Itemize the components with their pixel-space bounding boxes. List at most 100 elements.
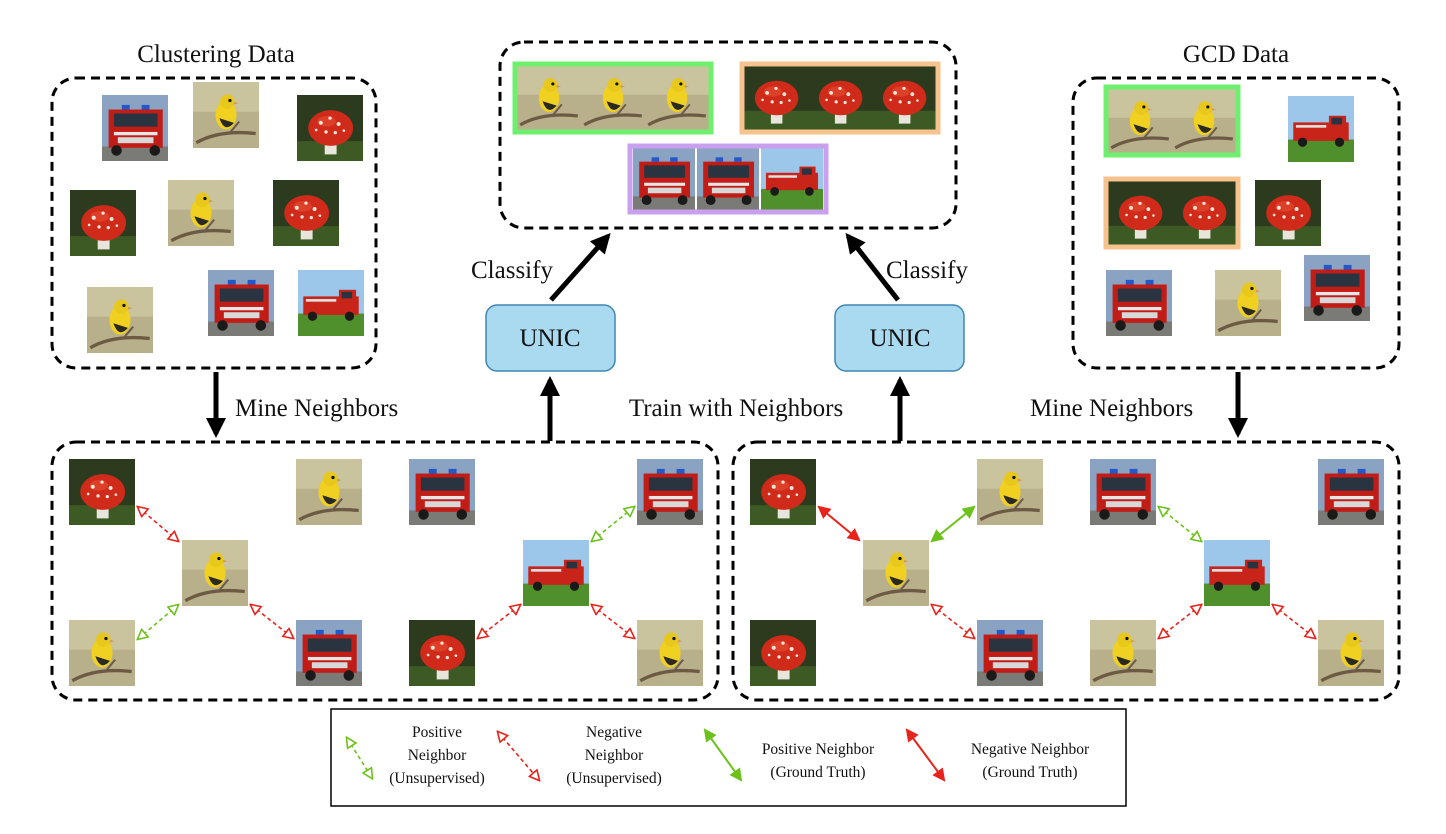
- positive-neighbor-unsup-link: [138, 605, 178, 639]
- legend-positive-unsup-line2: Neighbor: [408, 747, 467, 764]
- legend-positive-gt-line1: Positive Neighbor: [762, 741, 875, 758]
- mine-neighbors-label-right: Mine Neighbors: [1030, 395, 1193, 422]
- bird-image: [193, 82, 259, 148]
- fire-truck-image: [102, 95, 168, 161]
- legend-positive-unsup-symbol: [347, 738, 372, 778]
- negative-neighbor-unsup-link: [932, 605, 974, 638]
- negative-neighbor-unsup-link: [1159, 605, 1201, 638]
- anchor-fire-truck-image: [523, 540, 589, 606]
- legend-negative-gt-symbol: [905, 728, 946, 782]
- unic-model-right: [834, 304, 965, 372]
- unic-model-left: [485, 304, 616, 372]
- clustering-neighbors-box: [50, 440, 720, 702]
- mushroom-image: [1108, 181, 1172, 245]
- bird-image: [645, 66, 709, 130]
- unic-label-right: UNIC: [869, 325, 930, 352]
- classify-label-right: Classify: [886, 257, 968, 284]
- classify-label-left: Classify: [471, 257, 553, 284]
- negative-neighbor-unsup-link: [478, 605, 520, 638]
- bird-image: [1108, 89, 1172, 153]
- fire-truck-cluster-frame: [627, 143, 829, 215]
- bird-image: [1215, 270, 1281, 336]
- positive-neighbor-unsup-link: [592, 507, 634, 541]
- negative-neighbor-unsup-link: [251, 605, 293, 638]
- negative-neighbor-unsup-link: [592, 605, 634, 638]
- fire-truck-image: [1318, 459, 1384, 525]
- legend-negative-gt-line1: Negative Neighbor: [971, 741, 1090, 758]
- labeled-mushroom-frame: [1103, 176, 1241, 250]
- mushroom-cluster-frame: [739, 61, 941, 135]
- legend-negative-unsup-symbol: [498, 732, 539, 780]
- fire-truck-image: [409, 459, 475, 525]
- bird-image: [517, 66, 581, 130]
- fire-truck-image: [1090, 459, 1156, 525]
- mushroom-image: [69, 459, 135, 525]
- labeled-bird-frame: [1103, 84, 1241, 158]
- bird-image: [1172, 89, 1236, 153]
- bird-image: [1090, 620, 1156, 686]
- bird-image: [168, 180, 234, 246]
- classification-result-box: [498, 40, 958, 230]
- anchor-bird-image: [182, 540, 248, 606]
- mushroom-image: [872, 66, 936, 130]
- legend-negative-unsup-line2: Neighbor: [585, 747, 644, 764]
- mushroom-image: [744, 66, 808, 130]
- fire-truck-image: [633, 148, 695, 210]
- legend-negative-gt-line2: (Ground Truth): [982, 764, 1077, 781]
- bird-image: [296, 459, 362, 525]
- bird-image: [977, 459, 1043, 525]
- train-with-neighbors-label: Train with Neighbors: [629, 395, 843, 422]
- fire-truck-cluster-group: [627, 143, 829, 215]
- gcd-data-box: [1071, 76, 1401, 370]
- clustering-data-title: Clustering Data: [137, 41, 295, 68]
- legend-positive-gt-symbol: [703, 728, 743, 782]
- mushroom-image: [1255, 180, 1321, 246]
- legend-positive-unsup-line3: (Unsupervised): [389, 770, 485, 787]
- gcd-neighbors-box: [731, 440, 1401, 702]
- gcd-data-title: GCD Data: [1183, 41, 1289, 68]
- bird-image: [69, 620, 135, 686]
- legend-positive-unsup-line1: Positive: [412, 724, 462, 741]
- mine-neighbors-label-left: Mine Neighbors: [235, 395, 398, 422]
- mushroom-image: [297, 95, 363, 161]
- legend-positive-gt-line2: (Ground Truth): [770, 764, 865, 781]
- unic-label-left: UNIC: [519, 325, 580, 352]
- classify-arrow-left: [549, 233, 611, 302]
- mushroom-cluster-group: [739, 61, 941, 135]
- bird-cluster-group: [512, 61, 714, 135]
- fire-truck-image: [977, 620, 1043, 686]
- mushroom-image: [273, 180, 339, 246]
- mushroom-image: [70, 190, 136, 256]
- negative-neighbor-gt-link: [817, 505, 861, 542]
- labeled-bird-group: [1103, 84, 1241, 158]
- negative-neighbor-unsup-link: [138, 507, 178, 541]
- fire-truck-image: [298, 270, 364, 336]
- fire-truck-image: [637, 459, 703, 525]
- mushroom-image: [808, 66, 872, 130]
- clustering-data-box: [50, 76, 378, 370]
- fire-truck-image: [761, 148, 823, 210]
- positive-neighbor-unsup-link: [1159, 507, 1201, 541]
- classify-arrow-right: [845, 232, 900, 302]
- bird-cluster-frame: [512, 61, 714, 135]
- bird-image: [87, 287, 153, 353]
- fire-truck-image: [1288, 96, 1354, 162]
- fire-truck-image: [697, 148, 759, 210]
- mushroom-image: [409, 620, 475, 686]
- fire-truck-image: [1106, 270, 1172, 336]
- bird-image: [581, 66, 645, 130]
- labeled-mushroom-group: [1103, 176, 1241, 250]
- fire-truck-image: [208, 270, 274, 336]
- legend-negative-unsup-line1: Negative: [586, 724, 642, 741]
- bird-image: [1318, 620, 1384, 686]
- mushroom-image: [1172, 181, 1236, 245]
- mushroom-image: [750, 459, 816, 525]
- bird-image: [637, 620, 703, 686]
- positive-neighbor-gt-link: [930, 505, 976, 543]
- negative-neighbor-unsup-link: [1273, 605, 1315, 638]
- anchor-bird-image: [863, 540, 929, 606]
- mushroom-image: [750, 620, 816, 686]
- fire-truck-image: [296, 620, 362, 686]
- fire-truck-image: [1304, 255, 1370, 321]
